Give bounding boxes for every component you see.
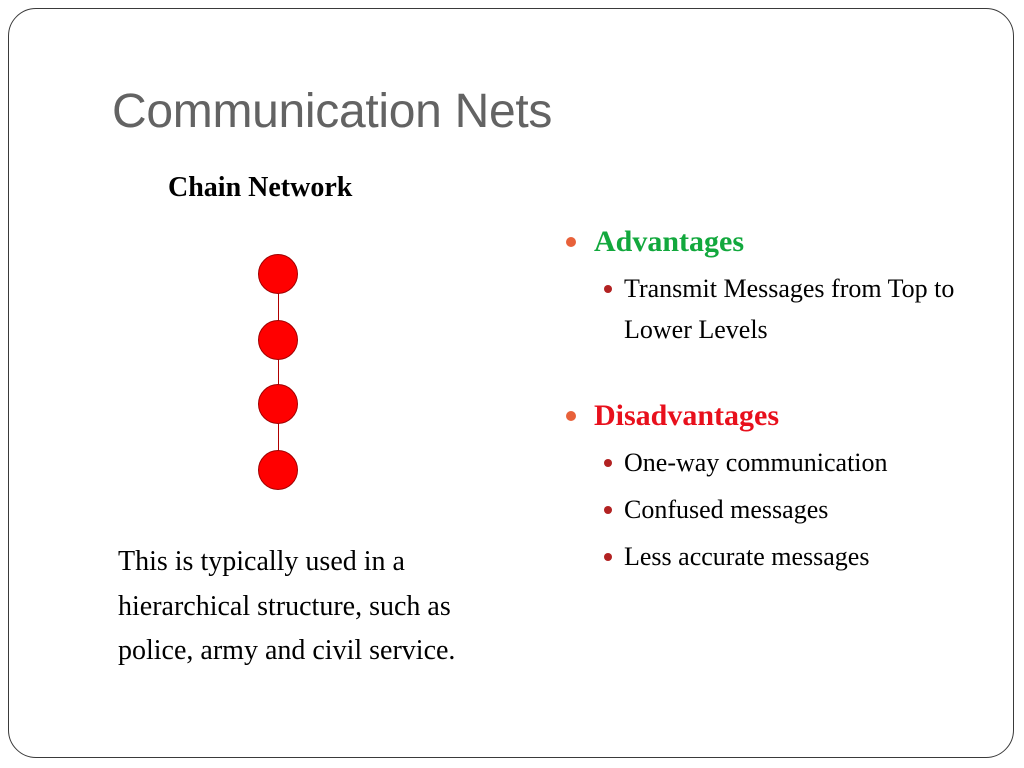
bullet-icon — [566, 411, 576, 421]
advantages-heading: Advantages — [566, 224, 986, 260]
bullet-icon — [604, 459, 612, 467]
disadvantages-heading: Disadvantages — [566, 398, 986, 434]
pros-cons-list: Advantages Transmit Messages from Top to… — [566, 224, 986, 583]
chain-node-1 — [258, 254, 298, 294]
bullet-icon — [604, 285, 612, 293]
chain-node-3 — [258, 384, 298, 424]
disadvantage-item: One-way communication — [598, 442, 986, 483]
bullet-icon — [604, 553, 612, 561]
disadvantages-label: Disadvantages — [594, 399, 780, 432]
bullet-icon — [604, 506, 612, 514]
disadvantages-list: One-way communication Confused messages … — [598, 442, 986, 577]
description-text: This is typically used in a hierarchical… — [118, 546, 456, 666]
diagram-title: Chain Network — [168, 172, 353, 203]
bullet-icon — [566, 237, 576, 247]
disadvantage-item: Confused messages — [598, 489, 986, 530]
disadvantage-item-label: Confused messages — [624, 495, 829, 524]
chain-node-2 — [258, 320, 298, 360]
disadvantages-section: Disadvantages One-way communication Conf… — [566, 398, 986, 577]
disadvantage-item-label: One-way communication — [624, 448, 888, 477]
advantage-item-label: Transmit Messages from Top to Lower Leve… — [624, 274, 955, 344]
disadvantage-item-label: Less accurate messages — [624, 542, 870, 571]
disadvantage-item: Less accurate messages — [598, 536, 986, 577]
chain-network-diagram — [257, 254, 301, 490]
slide-frame — [8, 8, 1014, 758]
chain-link — [278, 274, 279, 470]
advantages-list: Transmit Messages from Top to Lower Leve… — [598, 268, 986, 350]
advantage-item: Transmit Messages from Top to Lower Leve… — [598, 268, 986, 350]
slide-title: Communication Nets — [112, 85, 553, 138]
chain-node-4 — [258, 450, 298, 490]
advantages-label: Advantages — [594, 225, 745, 258]
